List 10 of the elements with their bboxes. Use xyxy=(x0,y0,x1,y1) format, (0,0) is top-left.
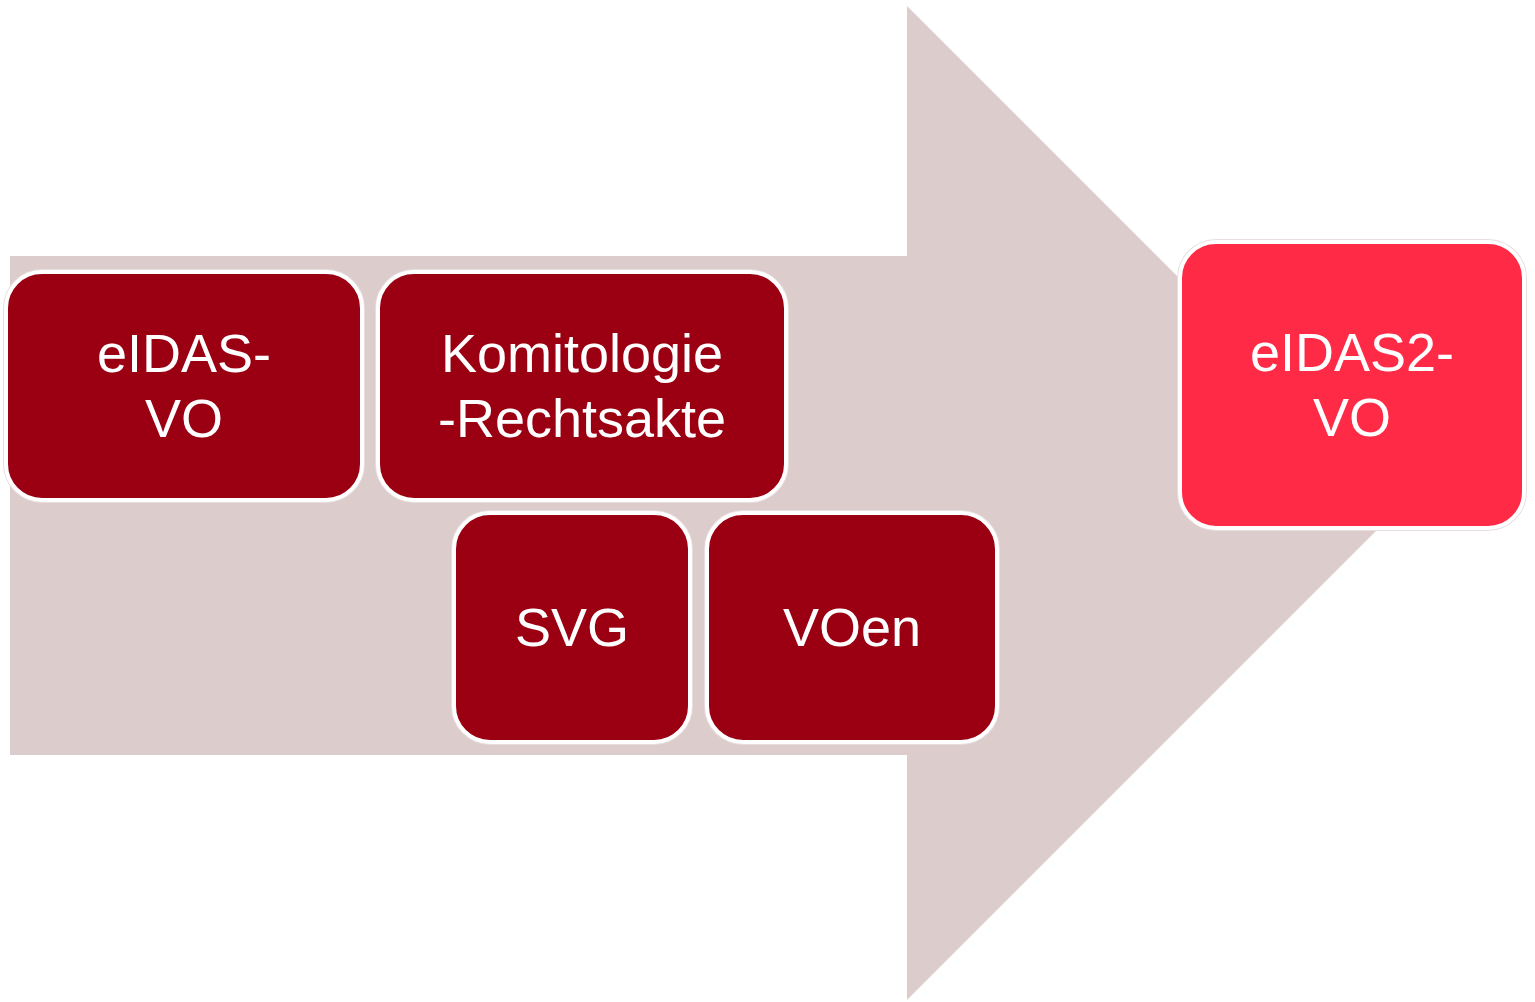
box-label: VOen xyxy=(782,596,922,660)
box-label: SVG xyxy=(514,596,629,660)
process-box xyxy=(452,511,692,744)
box-label: eIDAS- VO xyxy=(95,322,273,450)
box-label: Komitologie -Rechtsakte xyxy=(436,322,728,450)
process-box xyxy=(705,511,999,744)
box-label: eIDAS2- VO xyxy=(1248,321,1456,449)
process-box xyxy=(1178,240,1526,530)
process-box xyxy=(376,270,788,502)
process-box xyxy=(4,270,364,502)
